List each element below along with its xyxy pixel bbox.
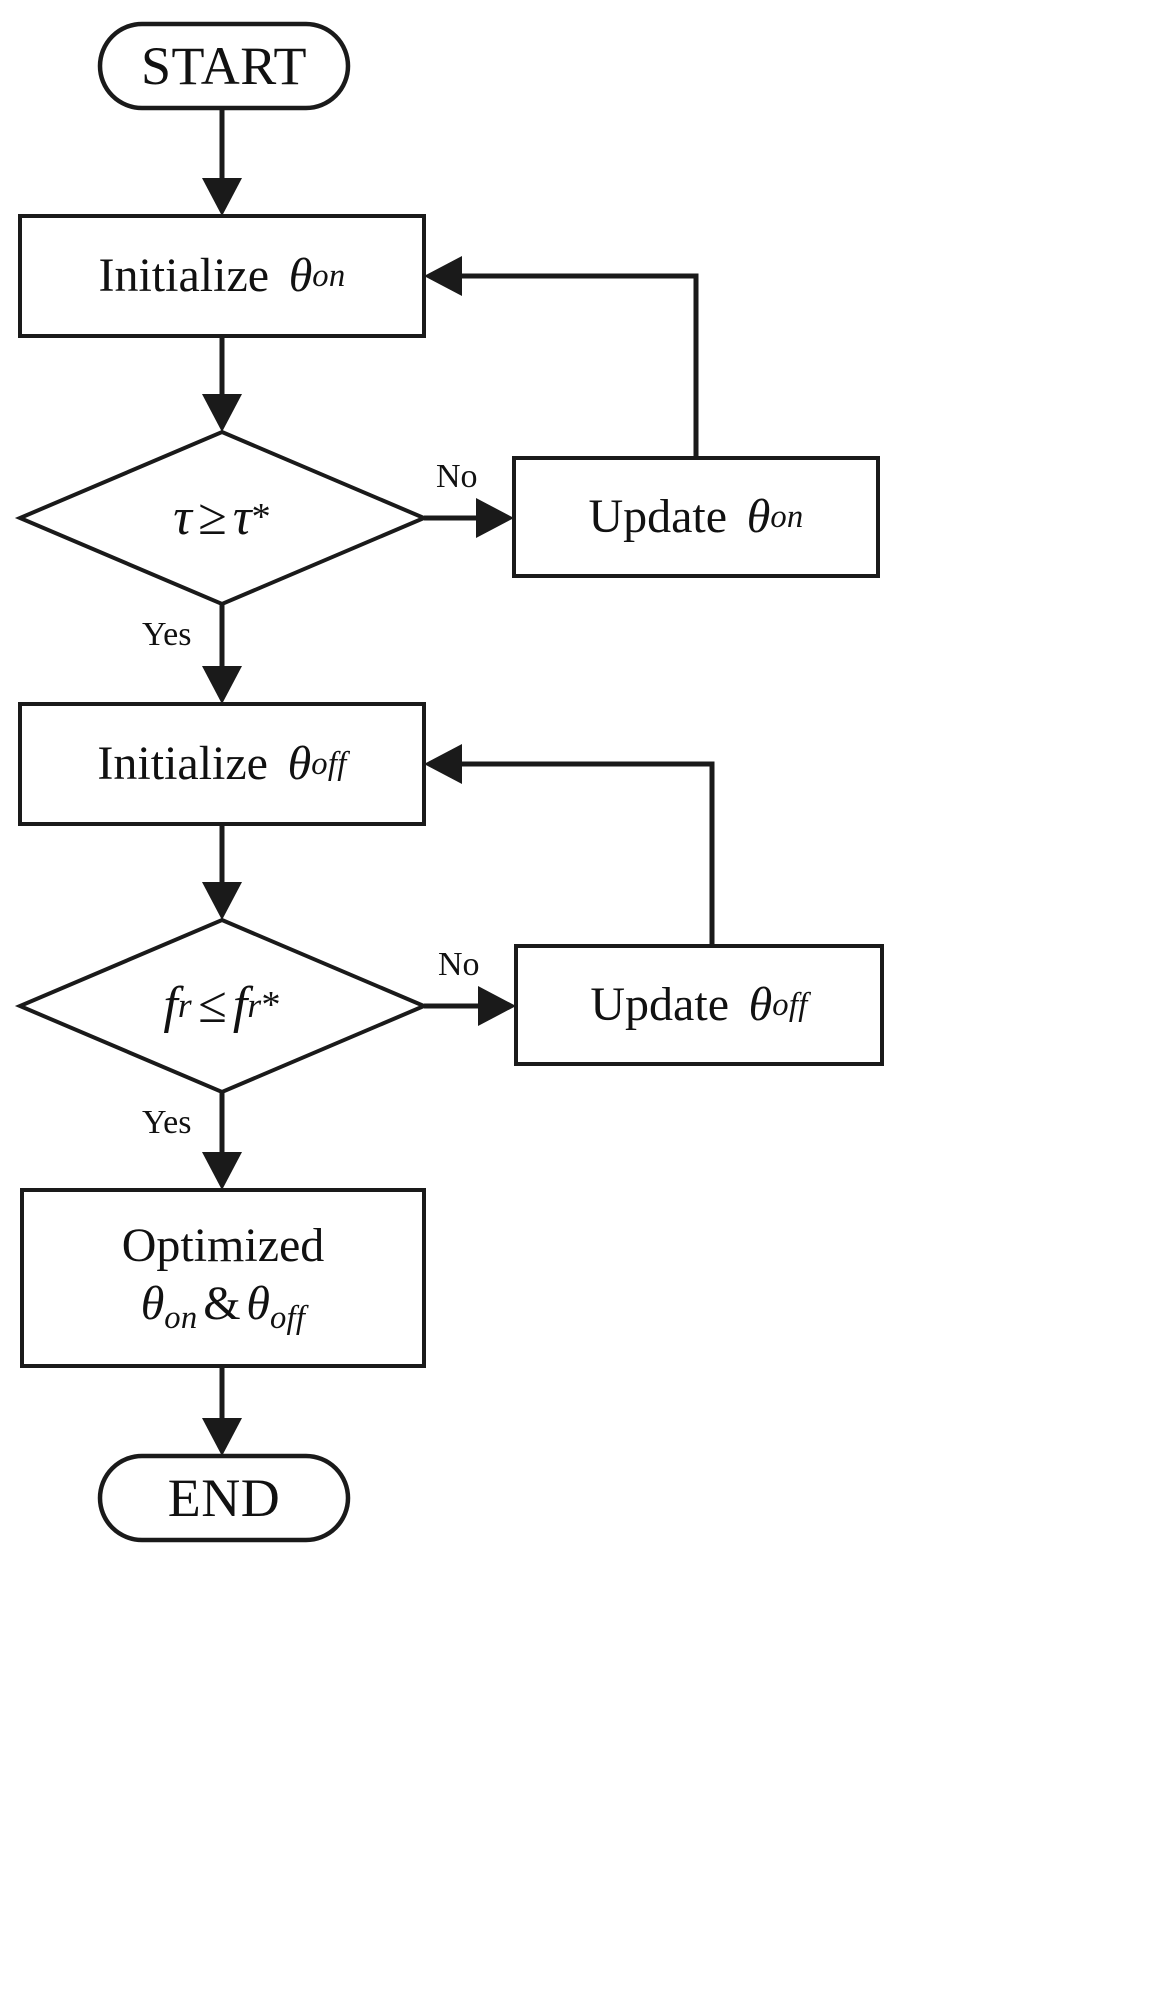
init-theta-on-node-shape[interactable] xyxy=(18,214,426,338)
arrowhead-update-theta-off-feedback xyxy=(424,744,462,784)
arrowhead-decision-fr-no xyxy=(478,986,516,1026)
arrowhead-init-theta-off-to-decision-fr xyxy=(202,882,242,920)
init-theta-off-node-shape[interactable] xyxy=(18,702,426,826)
optimized-result-node-shape[interactable] xyxy=(20,1188,426,1368)
arrowhead-decision-fr-yes xyxy=(202,1152,242,1190)
arrowhead-update-theta-on-feedback xyxy=(424,256,462,296)
decision-fr-node-shape[interactable] xyxy=(14,917,430,1095)
edge-update-theta-on-feedback xyxy=(452,273,699,458)
arrowhead-decision-tau-yes xyxy=(202,666,242,704)
arrowhead-start-to-init-theta-on xyxy=(202,178,242,216)
decision-tau-node-shape[interactable] xyxy=(14,429,430,607)
update-theta-off-node-shape[interactable] xyxy=(514,944,884,1066)
start-node-shape[interactable] xyxy=(97,21,351,111)
arrowhead-optimized-to-end xyxy=(202,1418,242,1456)
arrowhead-init-theta-on-to-decision-tau xyxy=(202,394,242,432)
arrowhead-decision-tau-no xyxy=(476,498,514,538)
end-node-shape[interactable] xyxy=(97,1453,351,1543)
update-theta-on-node-shape[interactable] xyxy=(512,456,880,578)
edge-update-theta-off-feedback xyxy=(452,761,715,946)
